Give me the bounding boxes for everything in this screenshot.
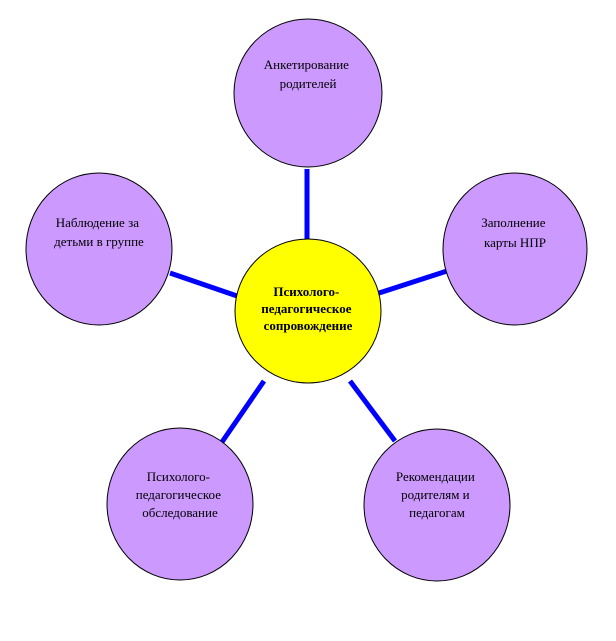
node-label-line: Рекомендации: [396, 469, 475, 484]
node-label: Заполнение карты НПР: [481, 215, 549, 250]
node-label-line: Психолого-: [147, 469, 210, 484]
node-label-line: Наблюдение за: [56, 215, 139, 230]
node-fill-npr-card: Заполнение карты НПР: [442, 172, 588, 326]
center-circle: [234, 238, 382, 384]
connector-left: [169, 270, 241, 300]
node-recommendations: Рекомендации родителям и педагогам: [363, 428, 511, 582]
node-label: Рекомендации родителям и педагогам: [396, 469, 478, 520]
node-label-line: Анкетирование: [264, 57, 349, 72]
node-label-line: детьми в группе: [54, 234, 144, 249]
node-circle: [442, 172, 588, 326]
node-label-line: родителям и: [401, 487, 470, 502]
center-label: Психолого- педагогическое сопровождение: [261, 284, 355, 333]
node-label: Психолого- педагогическое обследование: [136, 469, 224, 520]
node-circle: [363, 428, 511, 582]
node-label: Наблюдение за детьми в группе: [54, 215, 144, 249]
node-label-line: педагогам: [409, 505, 465, 520]
node-examination: Психолого- педагогическое обследование: [106, 427, 254, 581]
node-circle: [233, 18, 383, 168]
node-survey-parents: Анкетирование родителей: [233, 18, 383, 168]
center-label-line: Психолого-: [273, 284, 339, 299]
node-label: Анкетирование родителей: [264, 57, 352, 91]
node-circle: [106, 427, 254, 581]
connector-right: [375, 268, 448, 297]
connectors: [169, 169, 448, 444]
connector-bottom-left: [219, 379, 267, 444]
node-observation: Наблюдение за детьми в группе: [25, 172, 173, 326]
node-circle: [25, 172, 173, 326]
node-label-line: Заполнение: [481, 215, 546, 230]
center-node: Психолого- педагогическое сопровождение: [234, 238, 382, 384]
node-label-line: карты НПР: [484, 235, 546, 250]
node-label-line: педагогическое: [136, 487, 221, 502]
center-label-line: педагогическое: [261, 301, 351, 316]
connector-bottom-right: [348, 379, 397, 443]
node-label-line: обследование: [142, 505, 218, 520]
center-label-line: сопровождение: [264, 318, 353, 333]
node-label-line: родителей: [280, 76, 337, 91]
